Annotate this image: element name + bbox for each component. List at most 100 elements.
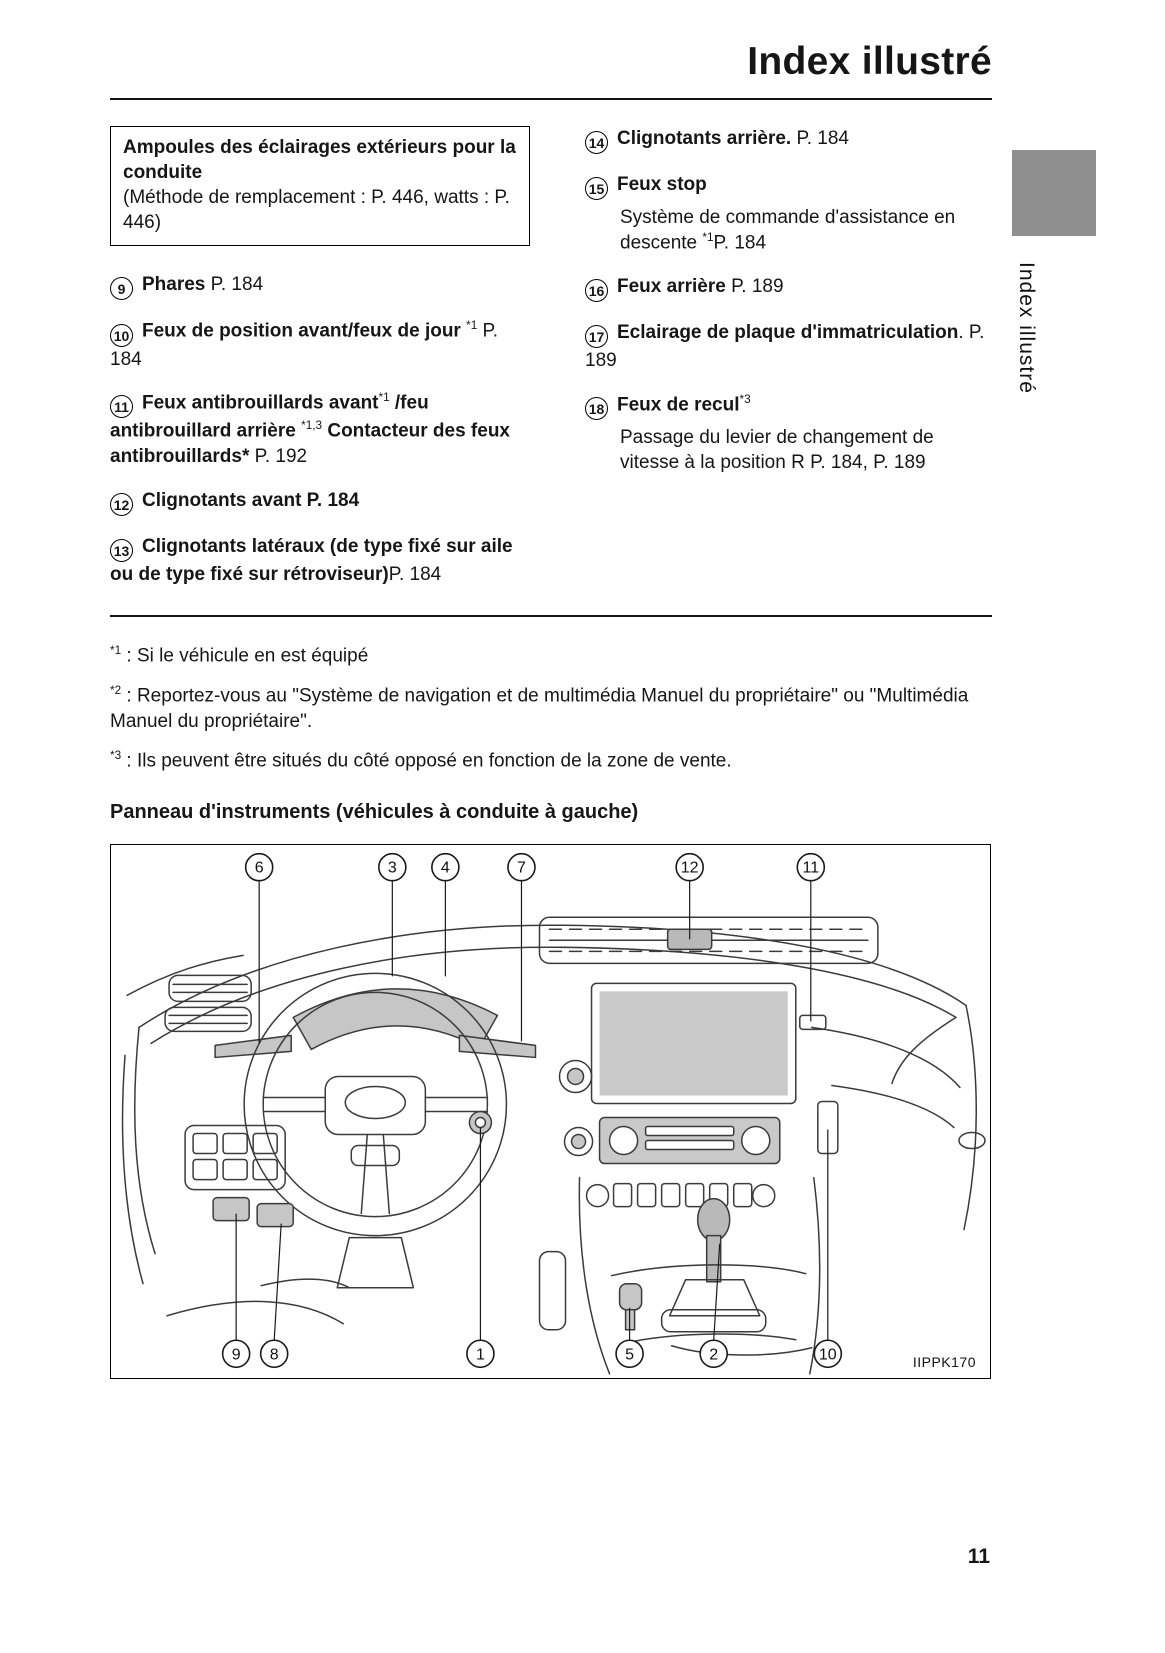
text-segment: Système de commande d'assistance en desc…: [620, 207, 956, 254]
callout-circle: [813, 1339, 843, 1369]
callout-4: 4: [431, 852, 460, 977]
superscript-ref: *1: [702, 231, 714, 245]
text-segment: Feux de recul: [617, 394, 740, 416]
callout-circle: [259, 1339, 289, 1369]
callout-12: 12: [675, 852, 704, 940]
footnote-marker: *2: [110, 683, 122, 697]
text-segment: Feux arrière: [617, 276, 726, 298]
left-switch-panel: [184, 1124, 294, 1228]
text-segment: Phares: [142, 274, 206, 296]
superscript-ref: *3: [739, 392, 751, 406]
left-air-vents: [164, 974, 252, 1033]
small-lever: [618, 1282, 643, 1331]
item-number-badge: 16: [585, 279, 608, 303]
callout-circle: [507, 852, 536, 882]
callout-11: 11: [796, 852, 826, 1022]
panel-heading: Panneau d'instruments (véhicules à condu…: [110, 800, 639, 823]
index-column-left: Ampoules des éclairages extérieurs pour …: [110, 126, 530, 605]
instrument-cluster: [292, 988, 499, 1051]
callout-9: 9: [221, 1213, 251, 1369]
callout-6: 6: [244, 852, 274, 1044]
callout-number: 3: [388, 860, 397, 877]
dash-outline: [121, 924, 977, 1325]
callout-2: 2: [699, 1243, 729, 1369]
page-title: Index illustré: [747, 40, 992, 83]
text-segment: Clignotants arrière.: [617, 128, 792, 149]
dash-knobs: [558, 1059, 594, 1157]
text-segment: /feu antibrouillard arrière: [110, 392, 429, 442]
dashboard-art: [121, 916, 986, 1375]
text-segment: P. 184: [791, 128, 849, 149]
text-segment: Feux de position avant/feux de jour: [142, 320, 461, 342]
index-columns: Ampoules des éclairages extérieurs pour …: [110, 126, 992, 605]
footnote-star2: *2 : Reportez-vous au "Système de naviga…: [110, 683, 992, 736]
callout-leader-line: [713, 1243, 721, 1341]
footnote-marker: *3: [110, 749, 122, 763]
superscript-ref: *1: [378, 391, 390, 405]
footnote-text: : Ils peuvent être situés du côté opposé…: [121, 750, 732, 772]
footnote-marker: *1: [110, 644, 122, 658]
section-rule: [110, 615, 992, 618]
title-rule: [110, 98, 992, 100]
index-item-14: 14 Clignotants arrière. P. 184: [585, 126, 992, 154]
index-item-11: 11 Feux antibrouillards avant*1 /feu anti…: [110, 390, 530, 470]
text-segment: Feux antibrouillards avant: [142, 392, 379, 414]
footnotes: *1 : Si le véhicule en est équipé *2 : Re…: [110, 643, 992, 775]
item-number-badge: 15: [585, 177, 608, 200]
callout-7: 7: [507, 852, 536, 1042]
item-number-badge: 13: [110, 538, 133, 562]
callout-number: 12: [681, 860, 699, 877]
text-segment: Clignotants latéraux (de type fixé sur a…: [110, 535, 513, 585]
item-number-badge: 17: [585, 325, 608, 349]
index-item-subtext: Système de commande d'assistance en desc…: [620, 205, 992, 256]
item-number-badge: 14: [585, 131, 608, 154]
footnote-star1: *1 : Si le véhicule en est équipé: [110, 643, 992, 670]
callout-number: 11: [802, 860, 819, 877]
gear-shifter: [660, 1197, 767, 1333]
callout-1: 1: [466, 1127, 495, 1369]
callout-circle: [675, 852, 704, 882]
index-item-text: 14 Clignotants arrière. P. 184: [585, 126, 992, 154]
item-number-badge: 18: [585, 397, 608, 421]
callout-number: 10: [819, 1346, 837, 1363]
text-segment: P. 184: [205, 274, 264, 296]
item-number-badge: 11: [110, 395, 133, 419]
callout-circle: [221, 1339, 251, 1369]
index-items-right: 14 Clignotants arrière. P. 184 15 Feux stop…: [585, 126, 992, 476]
callout-circle: [699, 1339, 729, 1369]
callout-circle: [466, 1339, 495, 1369]
callout-number: 2: [709, 1346, 718, 1363]
parking-pedal: [538, 1250, 567, 1331]
figure-code: IIPPK170: [912, 1353, 976, 1370]
index-item-text: 15 Feux stop: [585, 172, 992, 200]
right-panel: [817, 1100, 986, 1155]
page-number: 11: [967, 1545, 990, 1568]
center-console: [578, 1176, 821, 1375]
center-display: [590, 982, 827, 1105]
text-segment: Feux stop: [617, 174, 707, 195]
text-segment: P. 192: [249, 446, 308, 468]
callout-3: 3: [378, 852, 407, 977]
callout-number: 9: [232, 1346, 241, 1363]
text-segment: . P. 189: [585, 322, 985, 372]
footnote-star3: *3 : Ils peuvent être situés du côté opp…: [110, 748, 992, 775]
callout-10: 10: [813, 1129, 843, 1369]
callout-circle: [244, 852, 274, 882]
chapter-tab-label: Index illustré: [1015, 262, 1038, 394]
footnote-text: : Si le véhicule en est équipé: [121, 645, 369, 667]
index-item-text: 18 Feux de recul*3: [585, 392, 992, 421]
callout-number: 6: [255, 860, 264, 877]
callout-number: 1: [476, 1346, 485, 1363]
